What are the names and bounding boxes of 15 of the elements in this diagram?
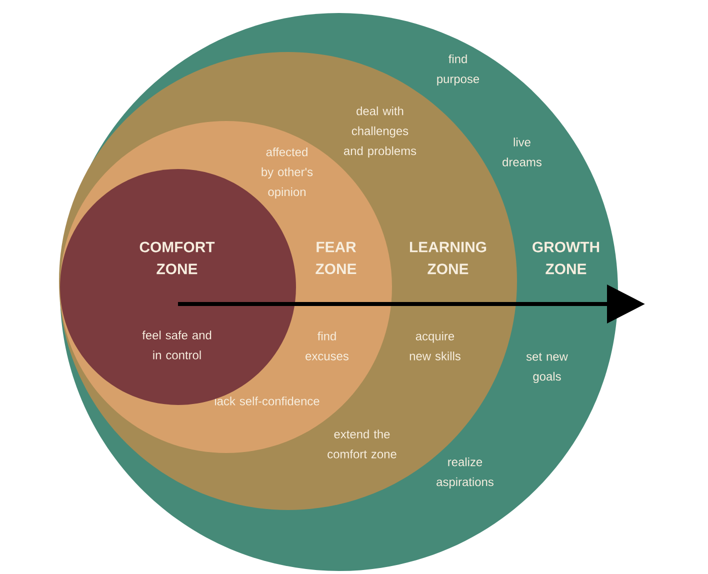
zone-phrase: deal with challenges and problems	[344, 106, 416, 158]
zone-phrase: affected by other's opinion	[262, 148, 313, 198]
zone-title: GROWTH ZONE	[532, 242, 600, 274]
zone-title: COMFORT ZONE	[140, 242, 215, 274]
zone-phrase: find purpose	[437, 54, 480, 86]
zone-title: FEAR ZONE	[316, 242, 356, 274]
zone-phrase: live dreams	[502, 138, 542, 166]
zone-phrase: extend the comfort zone	[328, 430, 396, 458]
zone-phrase: realize aspirations	[436, 457, 494, 489]
zone-phrase: set new goals	[526, 352, 568, 384]
zone-title: LEARNING ZONE	[410, 242, 486, 274]
zone-phrase: lack self-confidence	[215, 396, 320, 406]
zone-phrase: feel safe and in control	[142, 330, 212, 360]
zone-phrase: find excuses	[306, 332, 348, 360]
zone-phrase: acquire new skills	[410, 332, 460, 360]
